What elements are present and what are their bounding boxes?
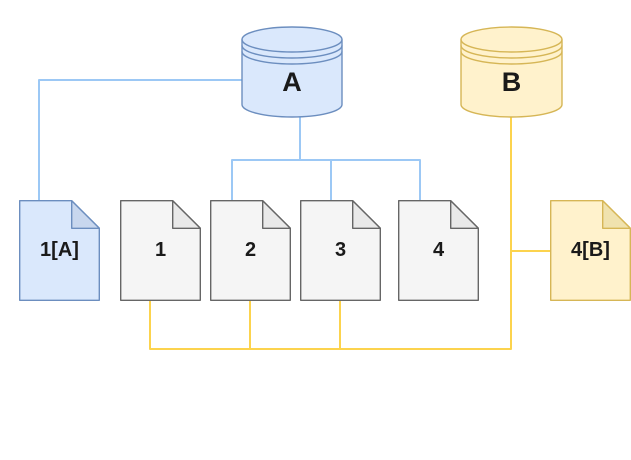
edge-a-to-doc4 xyxy=(299,116,421,202)
document-icon xyxy=(210,200,291,301)
cylinder-rim xyxy=(241,39,343,53)
edge-b-to-doc4b xyxy=(510,116,552,252)
document-fold-corner xyxy=(172,200,201,229)
database-cylinder-icon xyxy=(460,26,563,118)
cylinder-ring-2 xyxy=(241,51,343,65)
node-database-b: B xyxy=(460,26,563,118)
document-fold-corner xyxy=(262,200,291,229)
yellow-edge-group xyxy=(149,116,552,350)
edge-b-to-doc3 xyxy=(339,299,511,350)
doc-1-label: 1 xyxy=(154,239,167,261)
node-database-a: A xyxy=(241,26,343,118)
document-icon xyxy=(19,200,100,301)
doc-4-label: 4 xyxy=(432,239,445,261)
blue-edge-group xyxy=(38,79,421,202)
document-icon xyxy=(300,200,381,301)
document-icon xyxy=(120,200,201,301)
cylinder-ring-2 xyxy=(460,51,563,65)
doc-4b-label: 4[B] xyxy=(571,239,610,261)
node-doc-4: 4 xyxy=(398,200,479,301)
document-icon xyxy=(550,200,631,301)
document-fold-corner xyxy=(71,200,100,229)
document-icon xyxy=(398,200,479,301)
doc-2-label: 2 xyxy=(244,239,257,261)
node-doc-2: 2 xyxy=(210,200,291,301)
document-fold-corner xyxy=(352,200,381,229)
cylinder-body xyxy=(460,26,563,118)
edge-a-to-doc2 xyxy=(231,116,301,202)
database-cylinder-icon xyxy=(241,26,343,118)
database-b-label: B xyxy=(501,66,522,97)
node-doc-1a: 1[A] xyxy=(19,200,100,301)
document-fold-corner xyxy=(450,200,479,229)
doc-1a-label: 1[A] xyxy=(40,239,79,261)
node-doc-4b: 4[B] xyxy=(550,200,631,301)
doc-3-label: 3 xyxy=(334,239,347,261)
document-fold-corner xyxy=(602,200,631,229)
edge-a-to-doc1a xyxy=(38,79,243,202)
edge-b-to-doc2 xyxy=(249,299,511,350)
cylinder-ring-1 xyxy=(460,45,563,59)
cylinder-ring-1 xyxy=(241,45,343,59)
cylinder-body xyxy=(241,26,343,118)
node-doc-1: 1 xyxy=(120,200,201,301)
database-a-label: A xyxy=(282,66,302,97)
cylinder-rim xyxy=(460,39,563,53)
node-doc-3: 3 xyxy=(300,200,381,301)
